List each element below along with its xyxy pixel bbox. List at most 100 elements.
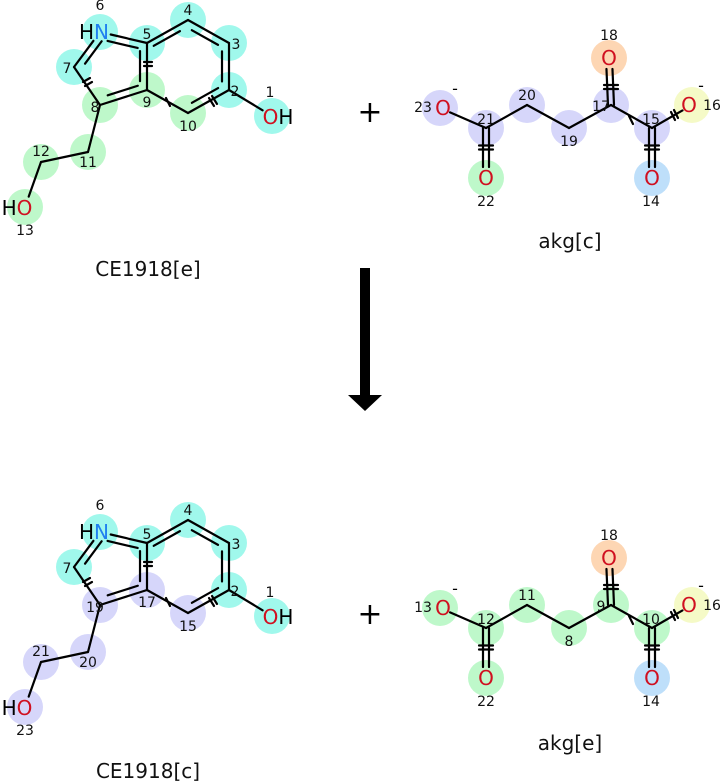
bond xyxy=(86,103,102,154)
atom-number: 16 xyxy=(703,598,721,614)
bond xyxy=(39,150,90,164)
atom-number: 2 xyxy=(231,584,240,600)
atom-number: 3 xyxy=(232,37,241,53)
bond xyxy=(190,29,220,46)
atom-highlight-23 xyxy=(422,90,458,126)
atom-number: 23 xyxy=(414,100,432,116)
bond xyxy=(86,603,102,654)
bond xyxy=(627,614,635,626)
atom-highlight-22 xyxy=(468,660,504,696)
atom-number: 17 xyxy=(592,99,610,115)
bond xyxy=(525,103,571,130)
bond xyxy=(207,596,216,608)
bond xyxy=(672,608,680,620)
bond xyxy=(164,596,172,608)
bond xyxy=(106,84,139,97)
atom-number: 15 xyxy=(642,112,660,128)
atom-label-O: O xyxy=(435,96,451,120)
bond xyxy=(186,88,231,115)
reaction-arrow-icon xyxy=(348,268,382,411)
bond xyxy=(190,529,220,546)
atom-number: 23 xyxy=(16,723,34,739)
atom-highlight-16 xyxy=(674,587,710,623)
atom-highlight-22 xyxy=(468,160,504,196)
atom-highlight-18 xyxy=(591,540,627,576)
bond xyxy=(669,110,677,122)
atom-number: 11 xyxy=(518,588,536,604)
plus-sign-top: + xyxy=(357,95,382,130)
bond xyxy=(186,518,231,545)
atom-label-O: O xyxy=(681,93,697,117)
bond xyxy=(210,94,219,106)
bond xyxy=(567,103,613,130)
atom-number: 12 xyxy=(32,144,50,160)
atom-label-N: HN xyxy=(79,20,109,44)
atom-label-O: HO xyxy=(2,196,33,220)
bond xyxy=(207,96,216,108)
atom-number: 11 xyxy=(79,155,97,171)
atom-label-N: HN xyxy=(79,520,109,544)
atom-number: 6 xyxy=(96,498,105,514)
atom-highlight-16 xyxy=(674,87,710,123)
atom-number: 4 xyxy=(184,503,193,519)
bond xyxy=(145,18,190,45)
atom-number: 2 xyxy=(231,84,240,100)
bond xyxy=(627,114,635,126)
bond xyxy=(448,111,488,130)
atom-highlight-13 xyxy=(7,189,43,225)
bond xyxy=(152,530,182,547)
atom-number: 22 xyxy=(477,194,495,210)
bond xyxy=(609,103,654,130)
bond xyxy=(106,584,139,597)
bond xyxy=(145,518,190,545)
atom-number: 21 xyxy=(32,644,50,660)
atom-number: 7 xyxy=(63,561,72,577)
bond xyxy=(650,109,684,130)
bond xyxy=(525,603,571,630)
atom-number: 16 xyxy=(703,98,721,114)
charge-minus: - xyxy=(452,79,458,98)
bond xyxy=(672,108,680,120)
bond xyxy=(210,594,219,606)
bond xyxy=(27,660,43,698)
bond xyxy=(83,540,103,565)
bond xyxy=(152,30,182,47)
atom-number: 9 xyxy=(143,95,152,111)
bond xyxy=(650,609,684,630)
bond xyxy=(106,39,139,50)
bond xyxy=(186,588,231,615)
atom-label-O: O xyxy=(644,666,660,690)
atom-highlight-1 xyxy=(254,598,290,634)
bond xyxy=(98,88,149,107)
atom-number: 12 xyxy=(477,612,495,628)
atom-number: 7 xyxy=(63,61,72,77)
bond xyxy=(448,611,488,630)
atom-number: 13 xyxy=(16,223,34,239)
atom-number: 14 xyxy=(642,694,660,710)
molecule-name-akg-e: akg[e] xyxy=(538,731,602,755)
atom-number: 6 xyxy=(96,0,105,14)
molecule-name-ce1918-e: CE1918[e] xyxy=(95,257,200,281)
atom-number: 10 xyxy=(179,119,197,135)
atom-number: 21 xyxy=(477,112,495,128)
atom-label-O: O xyxy=(681,593,697,617)
bond xyxy=(109,533,149,545)
bond xyxy=(669,610,677,622)
bond xyxy=(611,67,616,107)
atom-number: 19 xyxy=(560,134,578,150)
bond xyxy=(106,539,139,550)
atom-number: 15 xyxy=(179,619,197,635)
bond xyxy=(227,88,264,112)
bond xyxy=(609,603,654,630)
atom-label-O: O xyxy=(601,546,617,570)
atom-number: 8 xyxy=(91,100,100,116)
atom-number: 20 xyxy=(518,88,536,104)
charge-minus: - xyxy=(452,579,458,598)
atom-number: 13 xyxy=(414,600,432,616)
molecule-name-ce1918-c: CE1918[c] xyxy=(96,759,200,781)
atom-label-O: OH xyxy=(263,105,294,129)
